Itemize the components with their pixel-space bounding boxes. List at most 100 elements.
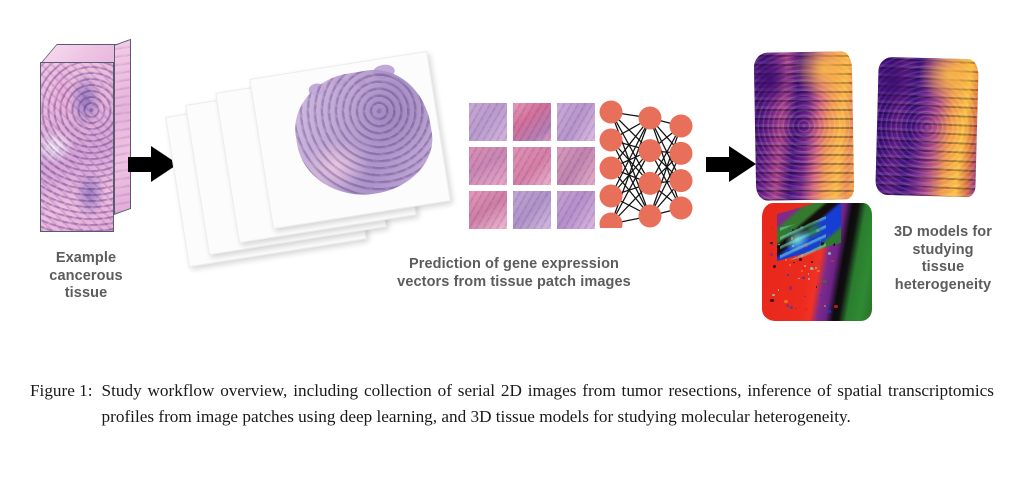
- cluster-point: [786, 273, 789, 276]
- cluster-point: [769, 241, 773, 245]
- neural-network-node: [638, 204, 662, 228]
- cluster-point: [788, 234, 792, 238]
- cluster-point: [789, 306, 794, 310]
- figure-caption: Figure 1: Study workflow overview, inclu…: [30, 378, 994, 430]
- cluster-point: [791, 236, 793, 239]
- cluster-point: [817, 245, 820, 247]
- cluster-point: [828, 233, 830, 235]
- tissue-slide: [249, 50, 451, 230]
- cluster-point: [811, 263, 813, 265]
- cluster-point: [784, 240, 786, 242]
- cluster-3d-model: [762, 203, 872, 321]
- cluster-point: [784, 259, 787, 262]
- cluster-point: [811, 260, 813, 263]
- neural-network-node: [599, 212, 623, 228]
- tissue-block-illustration: [36, 38, 136, 244]
- cluster-point: [827, 309, 831, 314]
- cluster-point: [815, 229, 819, 232]
- cluster-point: [815, 266, 818, 269]
- tissue-patch: [513, 191, 551, 229]
- figure-caption-label: Figure 1:: [30, 381, 93, 400]
- cluster-point: [831, 259, 834, 262]
- arrow-shaft: [128, 157, 154, 172]
- cluster-point: [770, 243, 773, 246]
- cluster-point: [778, 243, 780, 246]
- neural-network-svg: [599, 100, 693, 228]
- neural-network-node: [669, 141, 693, 165]
- cluster-point: [820, 242, 825, 246]
- cluster-point: [772, 293, 775, 296]
- cluster-point: [802, 276, 805, 280]
- tissue-patch: [469, 147, 507, 185]
- neural-network-node: [669, 114, 693, 138]
- cluster-point: [817, 269, 821, 273]
- neural-network-node: [669, 169, 693, 193]
- tissue-patch-grid: [469, 103, 595, 229]
- cluster-point: [819, 262, 821, 264]
- neural-network-node: [599, 100, 623, 124]
- cluster-point: [803, 295, 806, 298]
- cluster-point: [777, 289, 780, 291]
- cluster-point: [770, 298, 774, 303]
- neural-network-node: [599, 128, 623, 152]
- neural-network-node: [638, 106, 662, 130]
- cluster-point: [798, 257, 802, 261]
- cluster-point: [770, 227, 773, 230]
- gene-expression-3d-model-right: [875, 56, 979, 198]
- cluster-point: [784, 299, 788, 304]
- cluster-point: [824, 304, 826, 307]
- tissue-block-side-face: [114, 38, 131, 216]
- tissue-patch: [513, 103, 551, 141]
- neural-network-node: [638, 171, 662, 195]
- tissue-block-label: Example cancerous tissue: [49, 250, 123, 302]
- tissue-block-front-face: [40, 62, 114, 232]
- figure-graphic: Example cancerous tissue: [0, 0, 1024, 360]
- cluster-point: [787, 230, 791, 234]
- cluster-point: [815, 285, 818, 288]
- neural-network-node: [638, 139, 662, 163]
- cluster-point: [808, 273, 810, 275]
- arrow-right-icon-2: [706, 146, 756, 182]
- cluster-point: [792, 228, 794, 231]
- cluster-point: [801, 266, 805, 270]
- cluster-point: [809, 266, 813, 270]
- cluster-point: [801, 269, 804, 272]
- tissue-patch: [557, 191, 595, 229]
- cluster-point: [800, 253, 804, 257]
- cluster-point: [804, 264, 807, 267]
- neural-network-node: [599, 184, 623, 208]
- cluster-point: [805, 244, 808, 248]
- gene-expression-3d-model-left: [753, 51, 855, 201]
- arrow-shaft: [706, 157, 732, 172]
- cluster-point: [772, 264, 776, 268]
- neural-network-diagram: [596, 98, 700, 228]
- cluster-point: [833, 243, 836, 246]
- tissue-patch: [557, 147, 595, 185]
- tissue-patch: [469, 191, 507, 229]
- cluster-point: [789, 264, 792, 267]
- cluster-point: [790, 237, 793, 240]
- tissue-patch: [557, 103, 595, 141]
- cluster-point: [770, 253, 774, 257]
- cluster-point: [799, 225, 803, 229]
- arrow-head: [729, 146, 756, 182]
- cluster-point: [791, 244, 795, 248]
- cluster-point: [825, 303, 829, 307]
- neural-network-nodes: [599, 100, 693, 228]
- cluster-point: [789, 286, 793, 290]
- cluster-point: [794, 307, 796, 309]
- figure-caption-text: Study workflow overview, including colle…: [101, 381, 994, 427]
- models-3d-label: 3D models for studying tissue heterogene…: [894, 224, 992, 294]
- cluster-point: [798, 277, 800, 280]
- cluster-point: [788, 228, 791, 230]
- cluster-point: [815, 249, 819, 252]
- cluster-point: [819, 239, 822, 242]
- cluster-point: [826, 256, 831, 260]
- neural-network-node: [599, 156, 623, 180]
- cluster-point: [811, 267, 814, 270]
- cluster-point: [823, 279, 827, 284]
- cluster-point: [820, 293, 823, 297]
- tissue-patch: [513, 147, 551, 185]
- cluster-point: [828, 252, 832, 256]
- cluster-point: [785, 303, 790, 308]
